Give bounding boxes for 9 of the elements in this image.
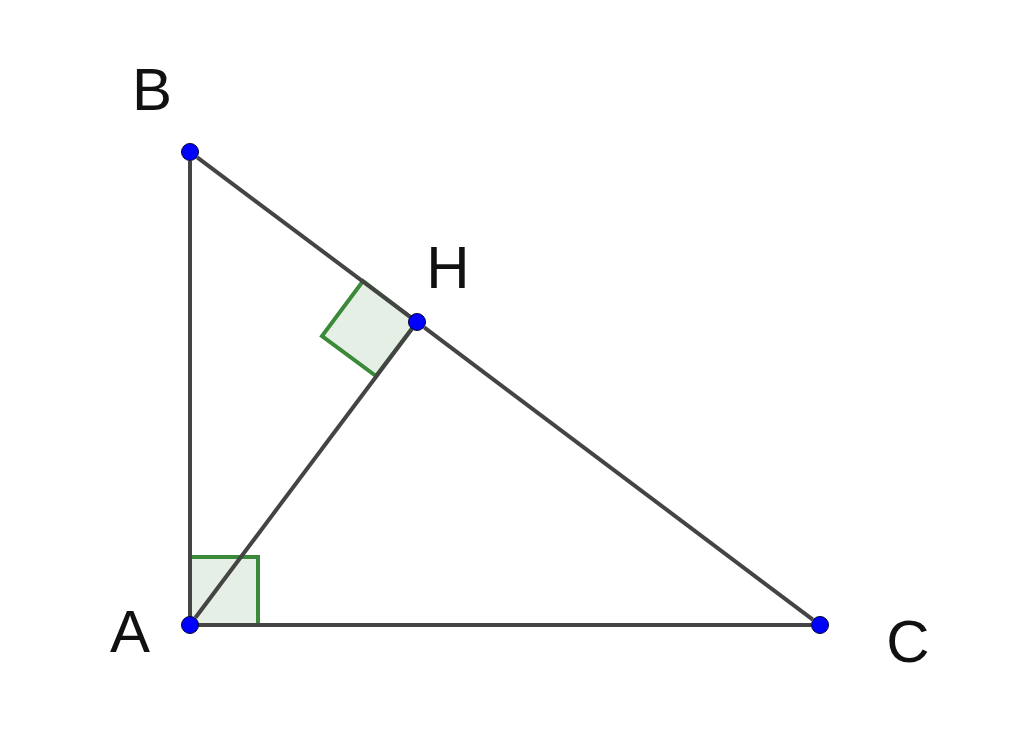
point-label: C — [885, 614, 931, 670]
line-segment — [188, 161, 192, 616]
line-segment — [196, 155, 411, 319]
line-segment — [423, 325, 814, 622]
point-label: B — [131, 62, 173, 118]
point-label: A — [109, 604, 151, 660]
line-segment — [193, 328, 414, 619]
point-label: H — [425, 240, 471, 296]
line-segment — [199, 623, 811, 627]
